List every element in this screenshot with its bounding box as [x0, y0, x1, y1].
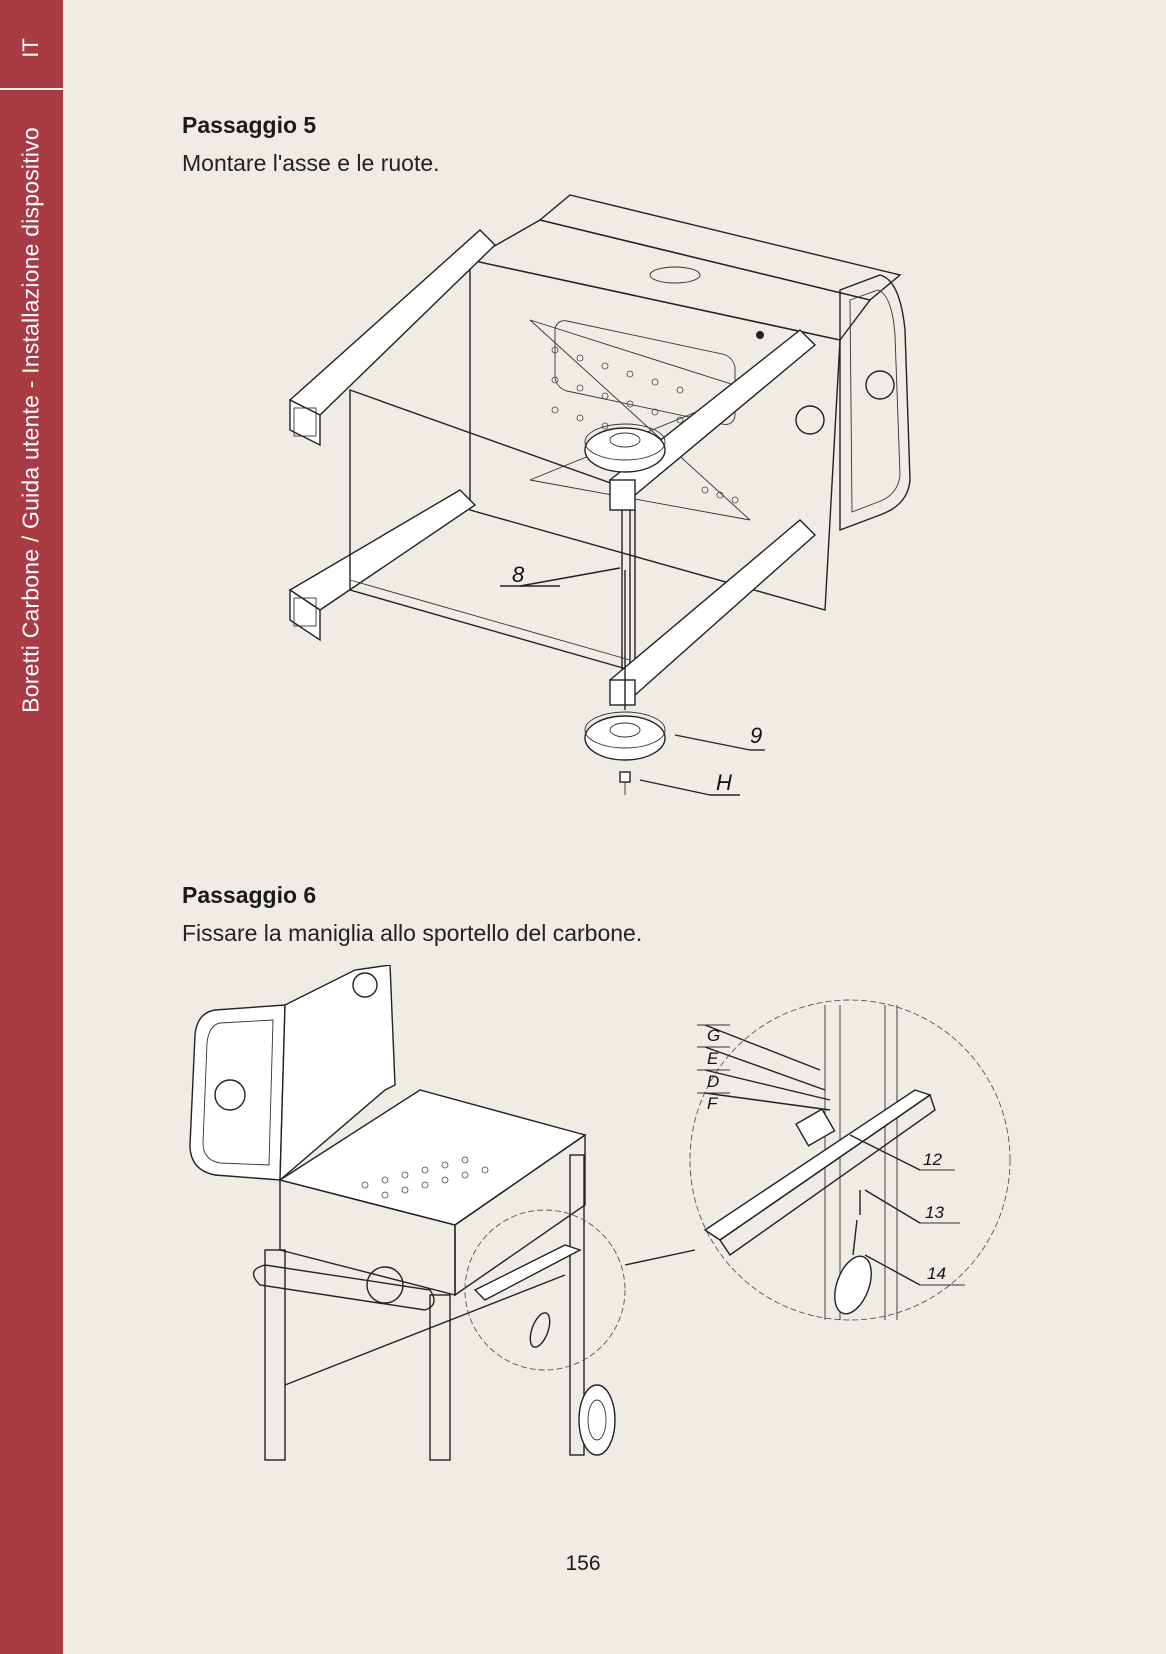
callout-13: 13 — [925, 1203, 944, 1222]
callout-e: E — [707, 1049, 719, 1068]
page-number: 156 — [565, 1552, 601, 1575]
document-title: Boretti Carbone / Guida utente - Install… — [17, 127, 44, 713]
callout-14: 14 — [927, 1264, 946, 1283]
callout-f: F — [707, 1094, 719, 1113]
step5-title: Passaggio 5 — [182, 112, 317, 138]
step5-text: Montare l'asse e le ruote. — [182, 150, 440, 176]
grill-cart-axle-diagram: 8 9 H — [288, 194, 911, 796]
callout-g: G — [707, 1026, 720, 1045]
callout-h: H — [716, 770, 732, 795]
handle-assembly-diagram: G E D F 12 13 14 — [189, 965, 1011, 1461]
callout-d: D — [707, 1072, 719, 1091]
callout-9: 9 — [750, 723, 762, 748]
language-tag: IT — [18, 38, 43, 58]
sidebar: IT Boretti Carbone / Guida utente - Inst… — [0, 0, 63, 1654]
step5-illustration: 8 9 H — [280, 190, 940, 850]
callout-8: 8 — [512, 562, 525, 587]
step6-text: Fissare la maniglia allo sportello del c… — [182, 920, 643, 946]
step6-illustration: G E D F 12 13 14 — [185, 965, 1045, 1465]
step6-title: Passaggio 6 — [182, 882, 317, 908]
sidebar-divider — [0, 88, 63, 90]
callout-12: 12 — [923, 1150, 942, 1169]
